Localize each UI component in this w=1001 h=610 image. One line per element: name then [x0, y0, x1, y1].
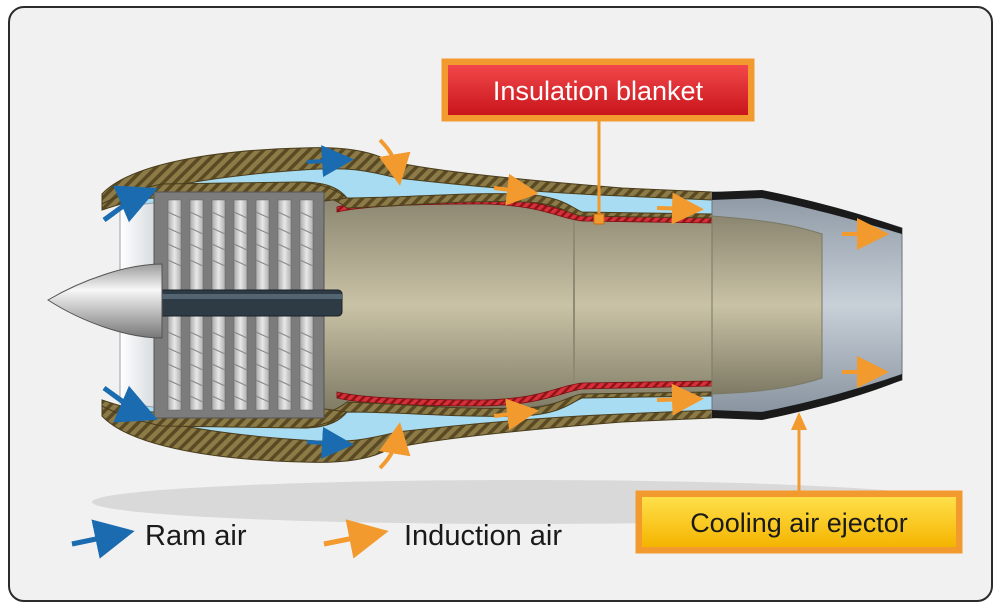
cooling-air-ejector-label: Cooling air ejector: [690, 508, 908, 538]
insulation-callout-dot: [593, 213, 605, 225]
engine-core: [316, 197, 713, 413]
ram-air-legend-icon: [71, 519, 135, 559]
compressor-blade-texture: [167, 211, 314, 403]
ejector-lip-bottom: [712, 374, 902, 420]
ejector-lip-top: [712, 190, 902, 234]
induction-air-legend-label: Induction air: [404, 520, 562, 552]
turbojet-cooling-diagram: Insulation blanket Cooling air ejector R…: [47, 58, 963, 559]
compressor-blades: [167, 199, 314, 411]
legend: Ram air Induction air: [71, 519, 562, 559]
nose-spinner: [47, 263, 163, 339]
insulation-blanket-label: Insulation blanket: [493, 76, 704, 106]
diagram-frame: Insulation blanket Cooling air ejector R…: [8, 6, 993, 602]
induction-air-arrows: [378, 138, 889, 470]
ram-air-legend-label: Ram air: [145, 520, 247, 552]
ejector-callout-arrowhead: [791, 412, 807, 430]
nozzle-inner-section: [711, 215, 823, 395]
induction-air-legend-icon: [323, 519, 389, 559]
cooling-air-ejector-label-inner: [642, 497, 956, 547]
insulation-blanket-label-inner: [448, 65, 748, 115]
ram-air-arrows: [102, 145, 354, 459]
engine-shaft: [151, 289, 343, 317]
